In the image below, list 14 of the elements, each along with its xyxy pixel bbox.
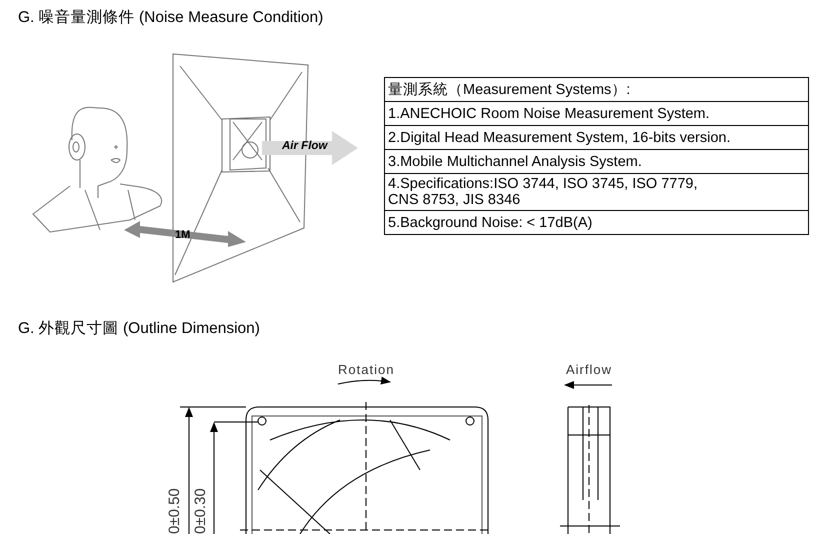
dimension-value: 0±0.50 — [166, 488, 183, 534]
section-heading: G. 外觀尺寸圖 (Outline Dimension) — [18, 319, 260, 339]
table-header: 量測系統（Measurement Systems）: — [384, 78, 808, 102]
dimension-value: 0±0.30 — [192, 488, 209, 534]
spec-table-row: 3.Mobile Multichannel Analysis System. — [384, 150, 808, 174]
direction-label: Rotation — [338, 362, 394, 377]
direction-label: Airflow — [566, 362, 612, 377]
spec-table-row: 4.Specifications:ISO 3744, ISO 3745, ISO 7779, CNS 8753, JIS 8346 — [384, 174, 808, 210]
section-heading: G. 噪音量測條件 (Noise Measure Condition) — [18, 8, 324, 28]
spec-table-row: 2.Digital Head Measurement System, 16-bits version. — [384, 126, 808, 150]
spec-table-row: 1.ANECHOIC Room Noise Measurement System. — [384, 102, 808, 126]
spec-table-row: 5.Background Noise: < 17dB(A) — [384, 210, 808, 234]
dimension-label: 1M — [175, 229, 190, 241]
arrow-label: Air Flow — [282, 140, 328, 152]
